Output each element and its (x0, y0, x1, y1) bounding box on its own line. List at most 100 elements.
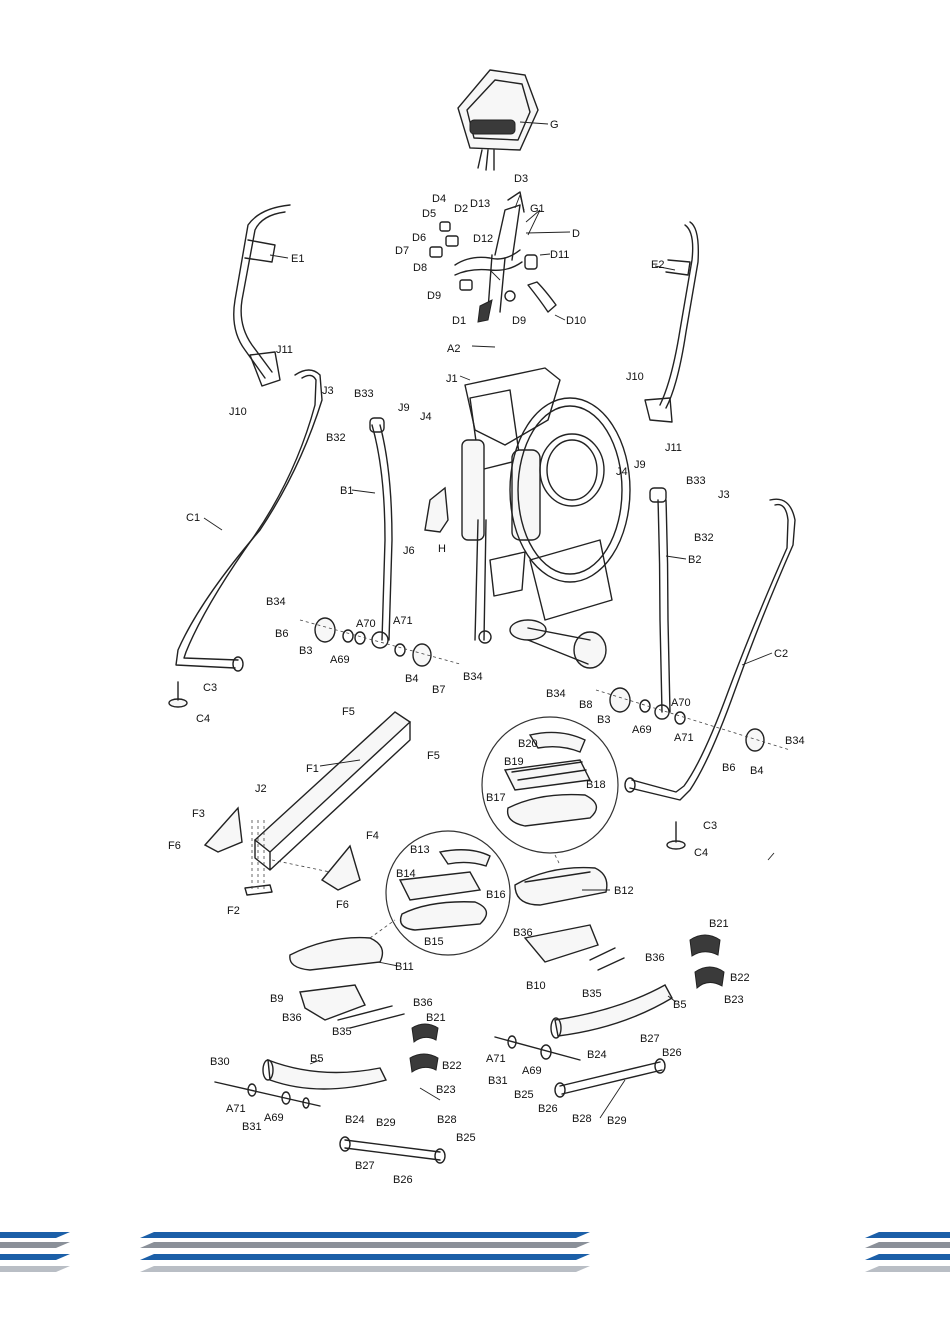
label-b17: B17 (486, 792, 506, 804)
label-c3-b: C3 (703, 820, 717, 832)
label-b35-b: B35 (332, 1026, 352, 1038)
label-d10: D10 (566, 315, 586, 327)
leader-lines (203, 121, 775, 1119)
label-j10-b: J10 (626, 371, 644, 383)
label-a71-d: A71 (226, 1103, 246, 1115)
label-j1: J1 (446, 373, 458, 385)
footer-stripe (865, 1254, 950, 1260)
label-b28-a: B28 (572, 1113, 592, 1125)
footer-stripe (865, 1266, 950, 1272)
label-j2: J2 (255, 783, 267, 795)
label-h: H (438, 543, 446, 555)
label-b33-b: B33 (686, 475, 706, 487)
stabilizer-f1 (253, 711, 412, 871)
stripe-group (0, 1232, 950, 1272)
label-b22-a: B22 (730, 972, 750, 984)
label-d7: D7 (395, 245, 409, 257)
footer-stripe (140, 1242, 590, 1248)
label-b26-b: B26 (538, 1103, 558, 1115)
label-c1: C1 (186, 512, 200, 524)
label-b26-a: B26 (662, 1047, 682, 1059)
label-j3-a: J3 (322, 385, 334, 397)
label-b6-a: B6 (275, 628, 288, 640)
label-j9-b: J9 (634, 459, 646, 471)
label-b34-d: B34 (785, 735, 805, 747)
label-b34-c: B34 (546, 688, 566, 700)
lower-handle-arm-c2 (624, 498, 796, 850)
label-b9: B9 (270, 993, 283, 1005)
label-b34-b: B34 (463, 671, 483, 683)
label-b29-b: B29 (376, 1117, 396, 1129)
clamps-right (689, 934, 725, 990)
label-b3-b: B3 (597, 714, 610, 726)
footer-stripe (140, 1254, 590, 1260)
label-b4-b: B4 (750, 765, 763, 777)
label-c4-b: C4 (694, 847, 708, 859)
label-c3-a: C3 (203, 682, 217, 694)
label-f2: F2 (227, 905, 240, 917)
label-a71-c: A71 (486, 1053, 506, 1065)
label-b18: B18 (586, 779, 606, 791)
main-frame-and-flywheel (461, 367, 631, 669)
link-rod-b24-left (339, 1136, 446, 1164)
label-f4: F4 (366, 830, 379, 842)
end-cap-f4 (320, 844, 361, 891)
label-b32-b: B32 (694, 532, 714, 544)
footer-stripe (0, 1254, 70, 1260)
label-b16: B16 (486, 889, 506, 901)
clamps-left (409, 1023, 439, 1073)
label-d: D (572, 228, 580, 240)
label-j3-b: J3 (718, 489, 730, 501)
label-b31-a: B31 (488, 1075, 508, 1087)
label-b5-b: B5 (310, 1053, 323, 1065)
label-d6: D6 (412, 232, 426, 244)
label-j4-b: J4 (616, 466, 628, 478)
label-a70-b: A70 (671, 697, 691, 709)
label-b27-b: B27 (355, 1160, 375, 1172)
label-d9-b: D9 (512, 315, 526, 327)
footer-stripe (140, 1232, 590, 1238)
label-d9-a: D9 (427, 290, 441, 302)
label-b33-a: B33 (354, 388, 374, 400)
label-a2: A2 (447, 343, 460, 355)
label-b10: B10 (526, 980, 546, 992)
label-d8: D8 (413, 262, 427, 274)
label-j10-a: J10 (229, 406, 247, 418)
label-f6-b: F6 (336, 899, 349, 911)
label-j6: J6 (403, 545, 415, 557)
link-rod-b24-right (554, 1058, 666, 1098)
label-b36-d: B36 (282, 1012, 302, 1024)
label-b29-a: B29 (607, 1115, 627, 1127)
pedal-detail-circle-right (481, 716, 619, 866)
bearing-hubs-right (595, 687, 791, 752)
label-j11-a: J11 (276, 344, 293, 356)
label-f1: F1 (306, 763, 319, 775)
label-a69-a: A69 (330, 654, 350, 666)
label-b31-b: B31 (242, 1121, 262, 1133)
label-a70-a: A70 (356, 618, 376, 630)
label-a71-b: A71 (674, 732, 694, 744)
footer-stripe (0, 1242, 70, 1248)
label-j11-b: J11 (665, 442, 682, 454)
callout-labels: G D3 G1 D4 D5 D2 D13 D D6 D12 D7 D11 D8 … (168, 119, 805, 1186)
label-b7: B7 (432, 684, 445, 696)
swing-arm-b1 (369, 417, 393, 649)
pedal-arm-b5-right (550, 984, 673, 1039)
label-j9-a: J9 (398, 402, 410, 414)
label-b21-b: B21 (426, 1012, 446, 1024)
label-b25-b: B25 (456, 1132, 476, 1144)
label-b22-b: B22 (442, 1060, 462, 1072)
console-part-g (457, 69, 539, 171)
label-d2: D2 (454, 203, 468, 215)
footer-stripe (0, 1232, 70, 1238)
label-b13: B13 (410, 844, 430, 856)
label-b15: B15 (424, 936, 444, 948)
label-d13: D13 (470, 198, 490, 210)
label-j4-a: J4 (420, 411, 432, 423)
swing-arm-b2 (649, 487, 671, 720)
label-a71-a: A71 (393, 615, 413, 627)
label-g1: G1 (530, 203, 545, 215)
axle-b31-right (494, 1035, 581, 1061)
pedal-bracket-b10 (523, 924, 625, 971)
